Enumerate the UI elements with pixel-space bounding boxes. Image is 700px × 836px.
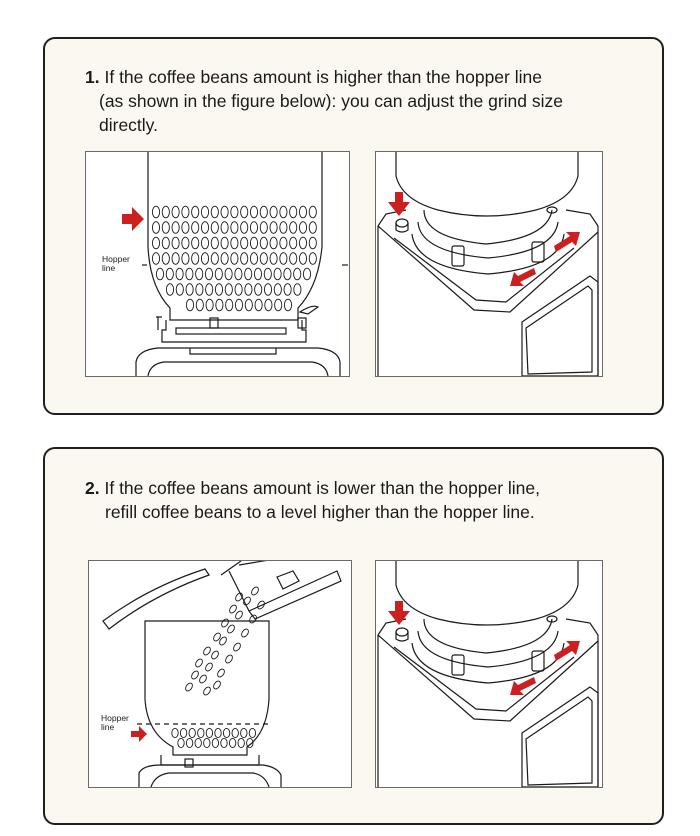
step-2-line-2: refill coffee beans to a level higher th… (105, 502, 535, 522)
step-1-line-2: (as shown in the figure below): you can … (99, 91, 564, 111)
coffee-beans-falling (185, 586, 265, 696)
hopper-line-label-1: Hopper line (102, 254, 130, 273)
step-1-number: 1. (85, 67, 100, 87)
step-2-number: 2. (85, 478, 100, 498)
figure-hopper-full: Hopper line (85, 151, 350, 377)
step-2-text: 2. If the coffee beans amount is lower t… (85, 476, 540, 524)
instruction-card-1: 1. If the coffee beans amount is higher … (43, 37, 664, 415)
figure-grinder-adjust-2 (375, 560, 603, 788)
step-2-line-1: 2. If the coffee beans amount is lower t… (85, 478, 541, 498)
coffee-beans-low (171, 727, 257, 749)
red-arrow-icon (388, 192, 580, 286)
coffee-beans-full (151, 205, 317, 312)
red-arrow-icon (388, 601, 580, 695)
step-1-line-3: directly. (99, 115, 158, 135)
step-1-text: 1. If the coffee beans amount is higher … (85, 65, 563, 137)
figure-hopper-refill: Hopper line (88, 560, 352, 788)
figure-grinder-adjust-1 (375, 151, 603, 377)
step-1-line-1: 1. If the coffee beans amount is higher … (85, 67, 542, 87)
red-arrow-icon (122, 207, 144, 231)
hopper-line-label-2: Hopper line (101, 713, 129, 732)
red-arrow-icon (131, 726, 147, 742)
instruction-card-2: 2. If the coffee beans amount is lower t… (43, 447, 664, 825)
